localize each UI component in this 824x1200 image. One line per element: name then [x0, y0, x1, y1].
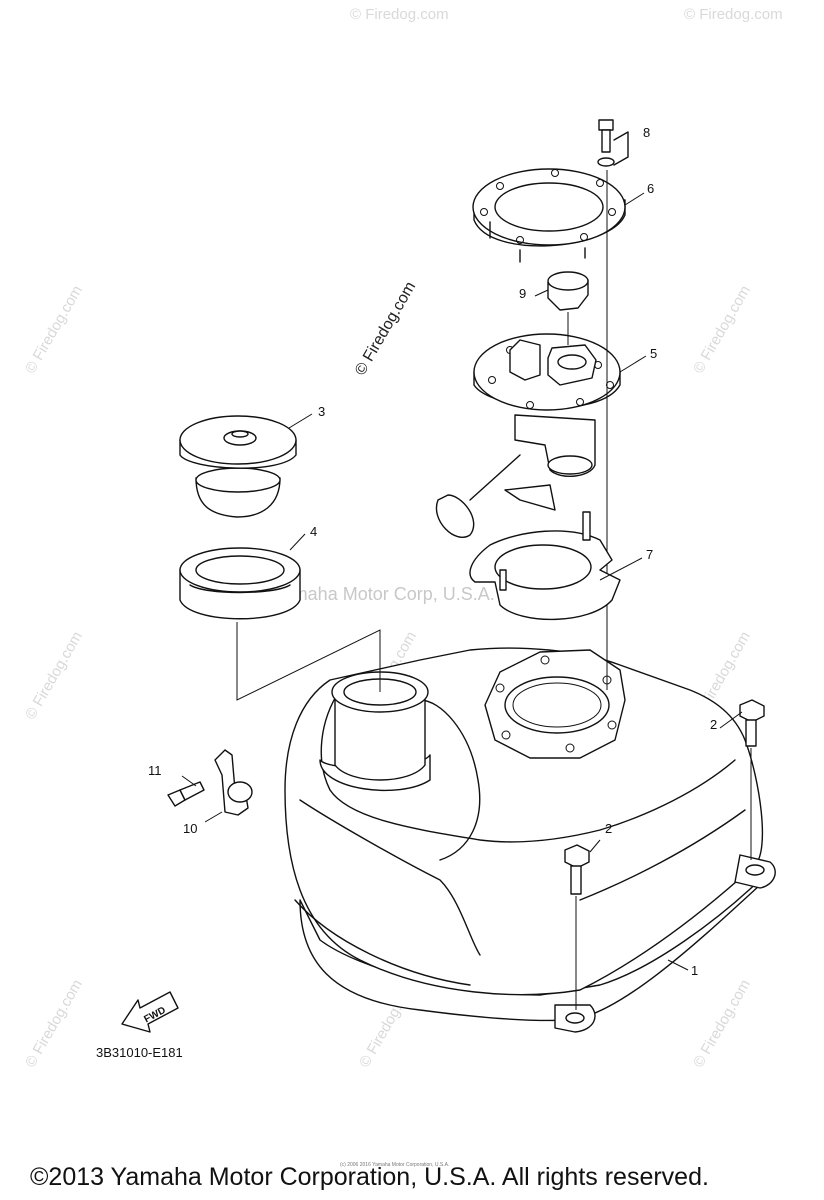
callout-6: 6 [647, 181, 654, 196]
callout-2-right: 2 [710, 717, 717, 732]
cap-part-9 [547, 271, 589, 345]
watermark-yamaha: Yamaha Motor Corp, U.S.A. [272, 584, 495, 604]
diagram-code: 3B31010-E181 [96, 1045, 183, 1060]
callout-10: 10 [183, 821, 197, 836]
gasket-part-7 [469, 511, 621, 621]
watermark-firedog: © Firedog.com [684, 6, 783, 23]
bolt-part-11 [167, 781, 205, 807]
callout-5: 5 [650, 346, 657, 361]
callout-9: 9 [519, 286, 526, 301]
fuel-pump-assembly-part-5 [435, 333, 621, 538]
callout-7: 7 [646, 547, 653, 562]
callout-2-center: 2 [605, 821, 612, 836]
callout-1: 1 [691, 963, 698, 978]
leader-lines [181, 192, 743, 971]
tank-cap-part-3 [179, 415, 297, 518]
fwd-arrow: FWD [121, 991, 179, 1033]
callout-4: 4 [310, 524, 317, 539]
callout-numbers: 1 2 2 3 4 5 6 7 8 9 10 11 [148, 125, 717, 978]
bracket-part-10 [214, 749, 253, 816]
bolt-part-2-right [739, 699, 765, 860]
fuel-tank-part-1 [284, 647, 776, 1033]
ring-plate-part-6 [472, 168, 626, 263]
screw-washer-part-8 [597, 119, 629, 167]
seal-part-4 [179, 547, 301, 620]
callout-3: 3 [318, 404, 325, 419]
watermark-firedog: © Firedog.com [350, 6, 449, 23]
bolt-part-2-center [564, 844, 590, 1010]
tiny-copyright: (c) 2006 2016 Yamaha Motor Corporation, … [340, 1162, 450, 1168]
callout-11: 11 [148, 763, 162, 778]
callout-8: 8 [643, 125, 650, 140]
copyright-notice: ©2013 Yamaha Motor Corporation, U.S.A. A… [30, 1163, 709, 1191]
